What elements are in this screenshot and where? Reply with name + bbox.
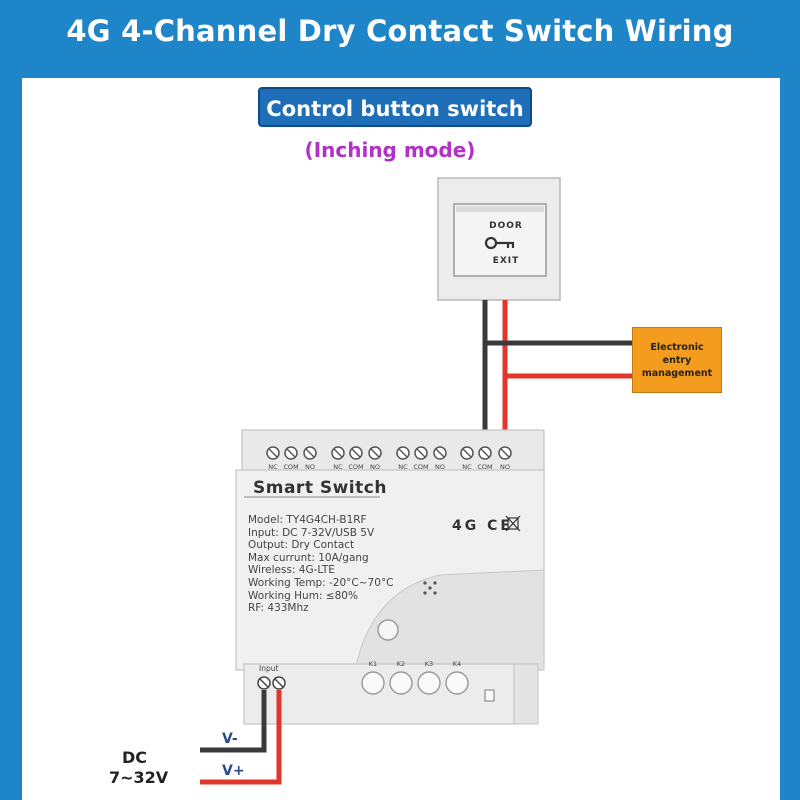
exit-text: EXIT: [492, 256, 520, 266]
terminal-slots: [268, 448, 510, 458]
device-name: Smart Switch: [253, 478, 387, 498]
terminal-label: COM: [283, 463, 299, 471]
switch-bottom-right: [513, 663, 539, 725]
speaker-holes: [423, 581, 437, 595]
device-specs: Model: TY4G4CH-B1RF Input: DC 7-32V/USB …: [248, 514, 394, 615]
electronic-entry-box: Electronic entry management: [632, 327, 722, 393]
spec-line: Working Hum: ≤80%: [248, 589, 358, 602]
power-wire-black: [200, 690, 267, 753]
door-button-top-strip: [456, 206, 544, 212]
terminal-label: NC: [268, 463, 278, 471]
spec-line: Input: DC 7-32V/USB 5V: [248, 526, 375, 539]
spec-line: RF: 433Mhz: [248, 602, 309, 615]
pair-button: [377, 619, 399, 641]
spec-line: Max currunt: 10A/gang: [248, 551, 369, 564]
terminal-label: NO: [370, 463, 380, 471]
k-button-label: K1: [368, 660, 378, 668]
terminal-label: NC: [462, 463, 472, 471]
cert-marks: 4G CE: [452, 518, 513, 534]
dc-range-label: 7~32V: [109, 768, 169, 787]
terminal-label: COM: [348, 463, 364, 471]
terminal-label: NC: [333, 463, 343, 471]
spec-line: Wireless: 4G-LTE: [248, 564, 335, 577]
usb-port: [484, 689, 495, 702]
k-button-label: K2: [396, 660, 406, 668]
terminal-label: NO: [435, 463, 445, 471]
terminal-label: NC: [398, 463, 408, 471]
dc-label: DC: [122, 748, 148, 767]
power-wire-red: [200, 690, 282, 785]
terminal-label: NO: [500, 463, 510, 471]
spec-line: Output: Dry Contact: [248, 539, 355, 552]
v-minus-label: V-: [222, 731, 238, 747]
door-button-face: [453, 203, 547, 277]
bin-icon: [505, 515, 521, 532]
input-label: Input: [259, 664, 279, 673]
v-plus-label: V+: [222, 763, 245, 779]
control-button-label: Control button switch: [258, 87, 532, 127]
door-text: DOOR: [489, 221, 523, 231]
terminal-label: COM: [477, 463, 493, 471]
k-buttons: [361, 671, 469, 695]
k-button-label: K4: [452, 660, 462, 668]
terminal-label: NO: [305, 463, 315, 471]
switch-curve-panel: [354, 569, 545, 671]
spec-line: Model: TY4G4CH-B1RF: [248, 514, 367, 526]
spec-line: Working Temp: -20°C~70°C: [248, 576, 394, 589]
mode-label: (Inching mode): [304, 138, 476, 162]
key-icon: [484, 236, 515, 250]
k-button-label: K3: [424, 660, 434, 668]
terminal-label: COM: [413, 463, 429, 471]
